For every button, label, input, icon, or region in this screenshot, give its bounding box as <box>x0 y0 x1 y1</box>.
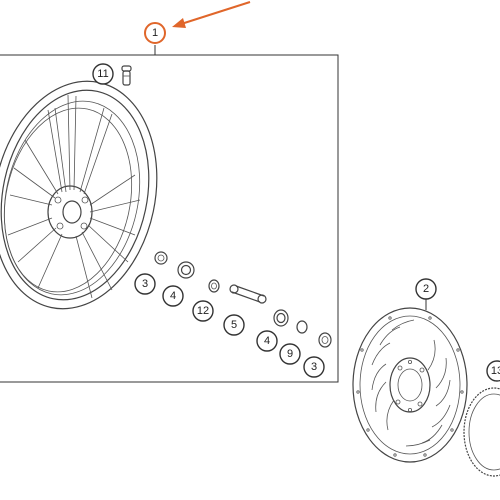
brake-disc <box>352 307 468 463</box>
callout-4-left-label: 4 <box>170 290 176 302</box>
callout-1[interactable]: 1 <box>144 22 166 44</box>
callout-12[interactable]: 12 <box>192 300 214 322</box>
seal-ring-left <box>154 251 168 265</box>
bearing-right <box>273 309 289 327</box>
callout-11[interactable]: 11 <box>92 63 114 85</box>
axle-spacer <box>229 284 267 304</box>
callout-5-label: 5 <box>231 319 237 331</box>
callout-4-left[interactable]: 4 <box>162 285 184 307</box>
callout-4-right-label: 4 <box>264 335 270 347</box>
callout-4-right[interactable]: 4 <box>256 330 278 352</box>
assembly-frame <box>0 45 339 383</box>
callout-13[interactable]: 13 <box>486 360 500 382</box>
callout-1-label: 1 <box>152 27 158 39</box>
callout-13-label: 13 <box>491 365 500 377</box>
callout-3-right-label: 3 <box>311 361 317 373</box>
spacer-small <box>208 279 220 293</box>
callout-3-left[interactable]: 3 <box>134 273 156 295</box>
callout-3-right[interactable]: 3 <box>303 356 325 378</box>
seal-ring-right <box>318 332 332 348</box>
callout-9[interactable]: 9 <box>279 343 301 365</box>
callout-2-label: 2 <box>423 283 429 295</box>
bearing-left <box>177 261 195 279</box>
sensor-ring <box>463 387 500 477</box>
arrow-icon <box>172 1 251 28</box>
callout-3-left-label: 3 <box>142 278 148 290</box>
circlip <box>296 320 308 334</box>
callout-11-label: 11 <box>97 68 108 80</box>
callout-12-label: 12 <box>197 305 209 317</box>
callout-5[interactable]: 5 <box>223 314 245 336</box>
callout-2[interactable]: 2 <box>415 278 437 310</box>
callout-9-label: 9 <box>287 348 293 360</box>
valve-part <box>121 65 132 86</box>
